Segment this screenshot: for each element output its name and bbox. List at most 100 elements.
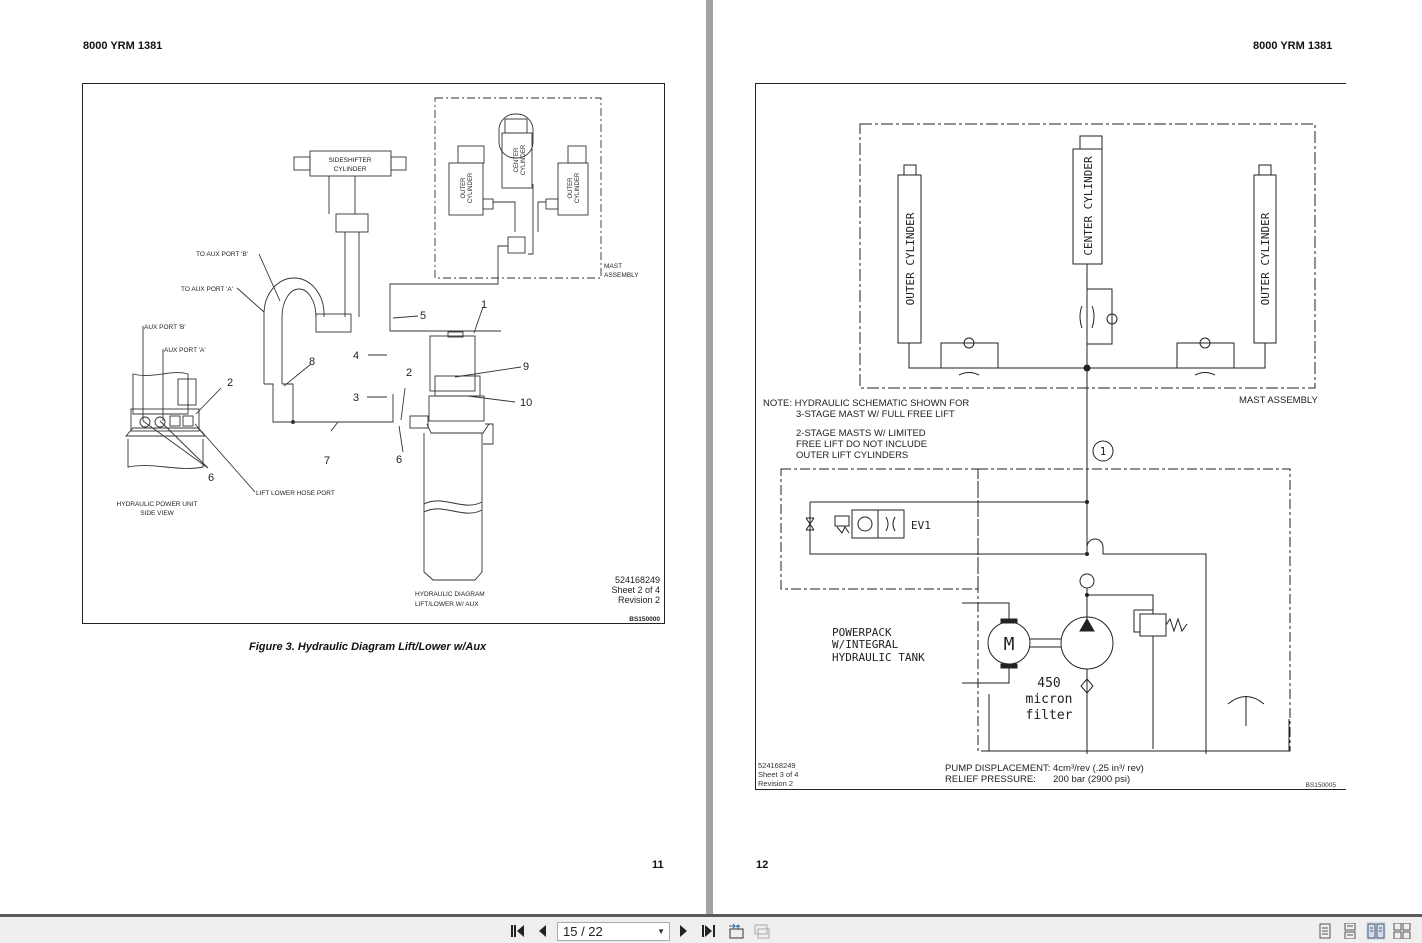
center-cyl-1: CENTER [514,147,520,172]
note2-line-3: OUTER LIFT CYLINDERS [796,450,908,461]
outer-cyl-left-2: CYLINDER [468,172,474,203]
page-number: 12 [756,859,769,871]
aux-port-a-label: AUX PORT 'A' [164,347,206,354]
filter-label-2: micron [1026,692,1073,707]
figure-caption: Figure 3. Hydraulic Diagram Lift/Lower w… [249,641,487,653]
view-two-continuous-button[interactable] [1392,922,1412,940]
powerpack-label-3: HYDRAULIC TANK [832,651,925,664]
continuous-page-icon [1344,923,1356,939]
go-back-icon [729,923,744,939]
sideshifter-label-2: CYLINDER [334,166,367,173]
hpu-label-2: SIDE VIEW [140,510,174,517]
figure-id: BS150000 [629,616,660,623]
callout-9: 9 [523,361,529,373]
go-forward-icon [754,924,770,939]
powerpack-label-2: W/INTEGRAL [832,638,899,651]
next-page-button[interactable] [674,922,694,940]
page-12: 8000 YRM 1381 [713,0,1422,914]
callout-10: 10 [520,397,532,409]
first-page-button[interactable] [508,922,528,940]
view-single-page-button[interactable] [1315,922,1335,940]
page-number: 11 [652,859,664,871]
mast-assembly-boundary [434,97,602,279]
go-back-button[interactable] [726,922,746,940]
pump-displacement-value: 4cm³/rev (.25 in³/ rev) [1053,763,1144,774]
document-viewer: 8000 YRM 1381 [0,0,1422,914]
callout-3: 3 [353,392,359,404]
figure-3-frame: SIDESHIFTER CYLINDER MAST ASSEMBLY TO AU… [82,83,665,624]
page-11: 8000 YRM 1381 [0,0,706,914]
motor-label: M [1004,634,1015,655]
powerpack-label-1: POWERPACK [832,626,892,639]
last-page-icon [702,925,715,937]
note2-line-2: FREE LIFT DO NOT INCLUDE [796,439,927,450]
mast-assembly-label: MAST ASSEMBLY [1239,395,1319,406]
drawing-number: 524168249 [615,575,660,585]
callout-6b: 6 [396,454,402,466]
lift-lower-hose-port-label: LIFT LOWER HOSE PORT [256,490,335,497]
diagram-title-2: LIFT/LOWER W/ AUX [415,601,479,608]
note-line-2: 3-STAGE MAST W/ FULL FREE LIFT [796,409,955,420]
outer-cylinder-right [557,162,589,216]
filter-label-3: filter [1026,708,1073,723]
callout-4: 4 [353,350,359,362]
hpu-label-1: HYDRAULIC POWER UNIT [117,501,198,508]
callout-7: 7 [324,455,330,467]
outer-cyl-right-2: CYLINDER [575,172,581,203]
first-page-icon [511,925,524,937]
aux-port-b-label: AUX PORT 'B' [144,324,186,331]
figure-id: BS150005 [1306,782,1337,789]
sheet-label: Sheet 2 of 4 [611,585,660,595]
revision-label: Revision 2 [618,595,660,605]
previous-page-button[interactable] [532,922,552,940]
mast-label-1: MAST [604,263,622,270]
callout-5: 5 [420,310,426,322]
outer-cylinder-left [448,162,484,216]
dropdown-caret-icon: ▼ [657,927,665,936]
doc-code-header: 8000 YRM 1381 [1253,40,1333,52]
hydraulic-schematic: OUTER CYLINDER CENTER CYLINDER OUTER CYL… [758,123,1337,789]
center-cylinder-label: CENTER CYLINDER [1082,156,1095,256]
center-cyl-2: CYLINDER [521,144,527,175]
note2-line-1: 2-STAGE MASTS W/ LIMITED [796,428,926,439]
doc-code-header: 8000 YRM 1381 [83,40,163,52]
outer-cyl-left-1: OUTER [461,177,467,199]
previous-page-icon [539,925,546,937]
note-line-1: NOTE: HYDRAULIC SCHEMATIC SHOWN FOR [763,398,969,409]
circle-callout: 1 [1100,445,1107,458]
next-page-icon [680,925,687,937]
to-aux-a-label: TO AUX PORT 'A' [181,286,233,293]
go-forward-button[interactable] [751,922,771,940]
page-selector[interactable]: 15 / 22 ▼ [557,922,670,941]
sideshifter-label-1: SIDESHIFTER [329,157,372,164]
outer-cylinder-right-label: OUTER CYLINDER [1259,212,1272,305]
hydraulic-diagram-lift-lower: SIDESHIFTER CYLINDER MAST ASSEMBLY TO AU… [117,97,660,623]
pump-displacement-label: PUMP DISPLACEMENT: [945,763,1050,774]
callout-6: 6 [208,472,214,484]
to-aux-b-label: TO AUX PORT 'B' [196,251,248,258]
two-page-icon [1367,923,1385,939]
viewer-toolbar: 15 / 22 ▼ [0,914,1422,943]
relief-pressure-label: RELIEF PRESSURE: [945,774,1036,785]
callout-1: 1 [481,299,487,311]
relief-pressure-value: 200 bar (2900 psi) [1053,774,1130,785]
drawing-number: 524168249 [758,761,796,770]
hydraulic-schematic-frame: OUTER CYLINDER CENTER CYLINDER OUTER CYL… [755,83,1346,790]
callout-2b: 2 [406,367,412,379]
page-indicator: 15 / 22 [563,924,603,939]
callout-2: 2 [227,377,233,389]
callout-8: 8 [309,356,315,368]
filter-label-1: 450 [1037,676,1060,691]
revision-label: Revision 2 [758,779,793,788]
outer-cyl-right-1: OUTER [568,177,574,199]
single-page-icon [1319,923,1331,939]
two-continuous-icon [1393,923,1411,939]
sheet-label: Sheet 3 of 4 [758,770,798,779]
diagram-title-1: HYDRAULIC DIAGRAM [415,591,485,598]
center-cylinder [501,132,533,189]
valve-label-ev1: EV1 [911,519,931,532]
view-continuous-button[interactable] [1340,922,1360,940]
outer-cylinder-left-label: OUTER CYLINDER [904,212,917,305]
last-page-button[interactable] [699,922,719,940]
view-two-page-button[interactable] [1366,922,1386,940]
